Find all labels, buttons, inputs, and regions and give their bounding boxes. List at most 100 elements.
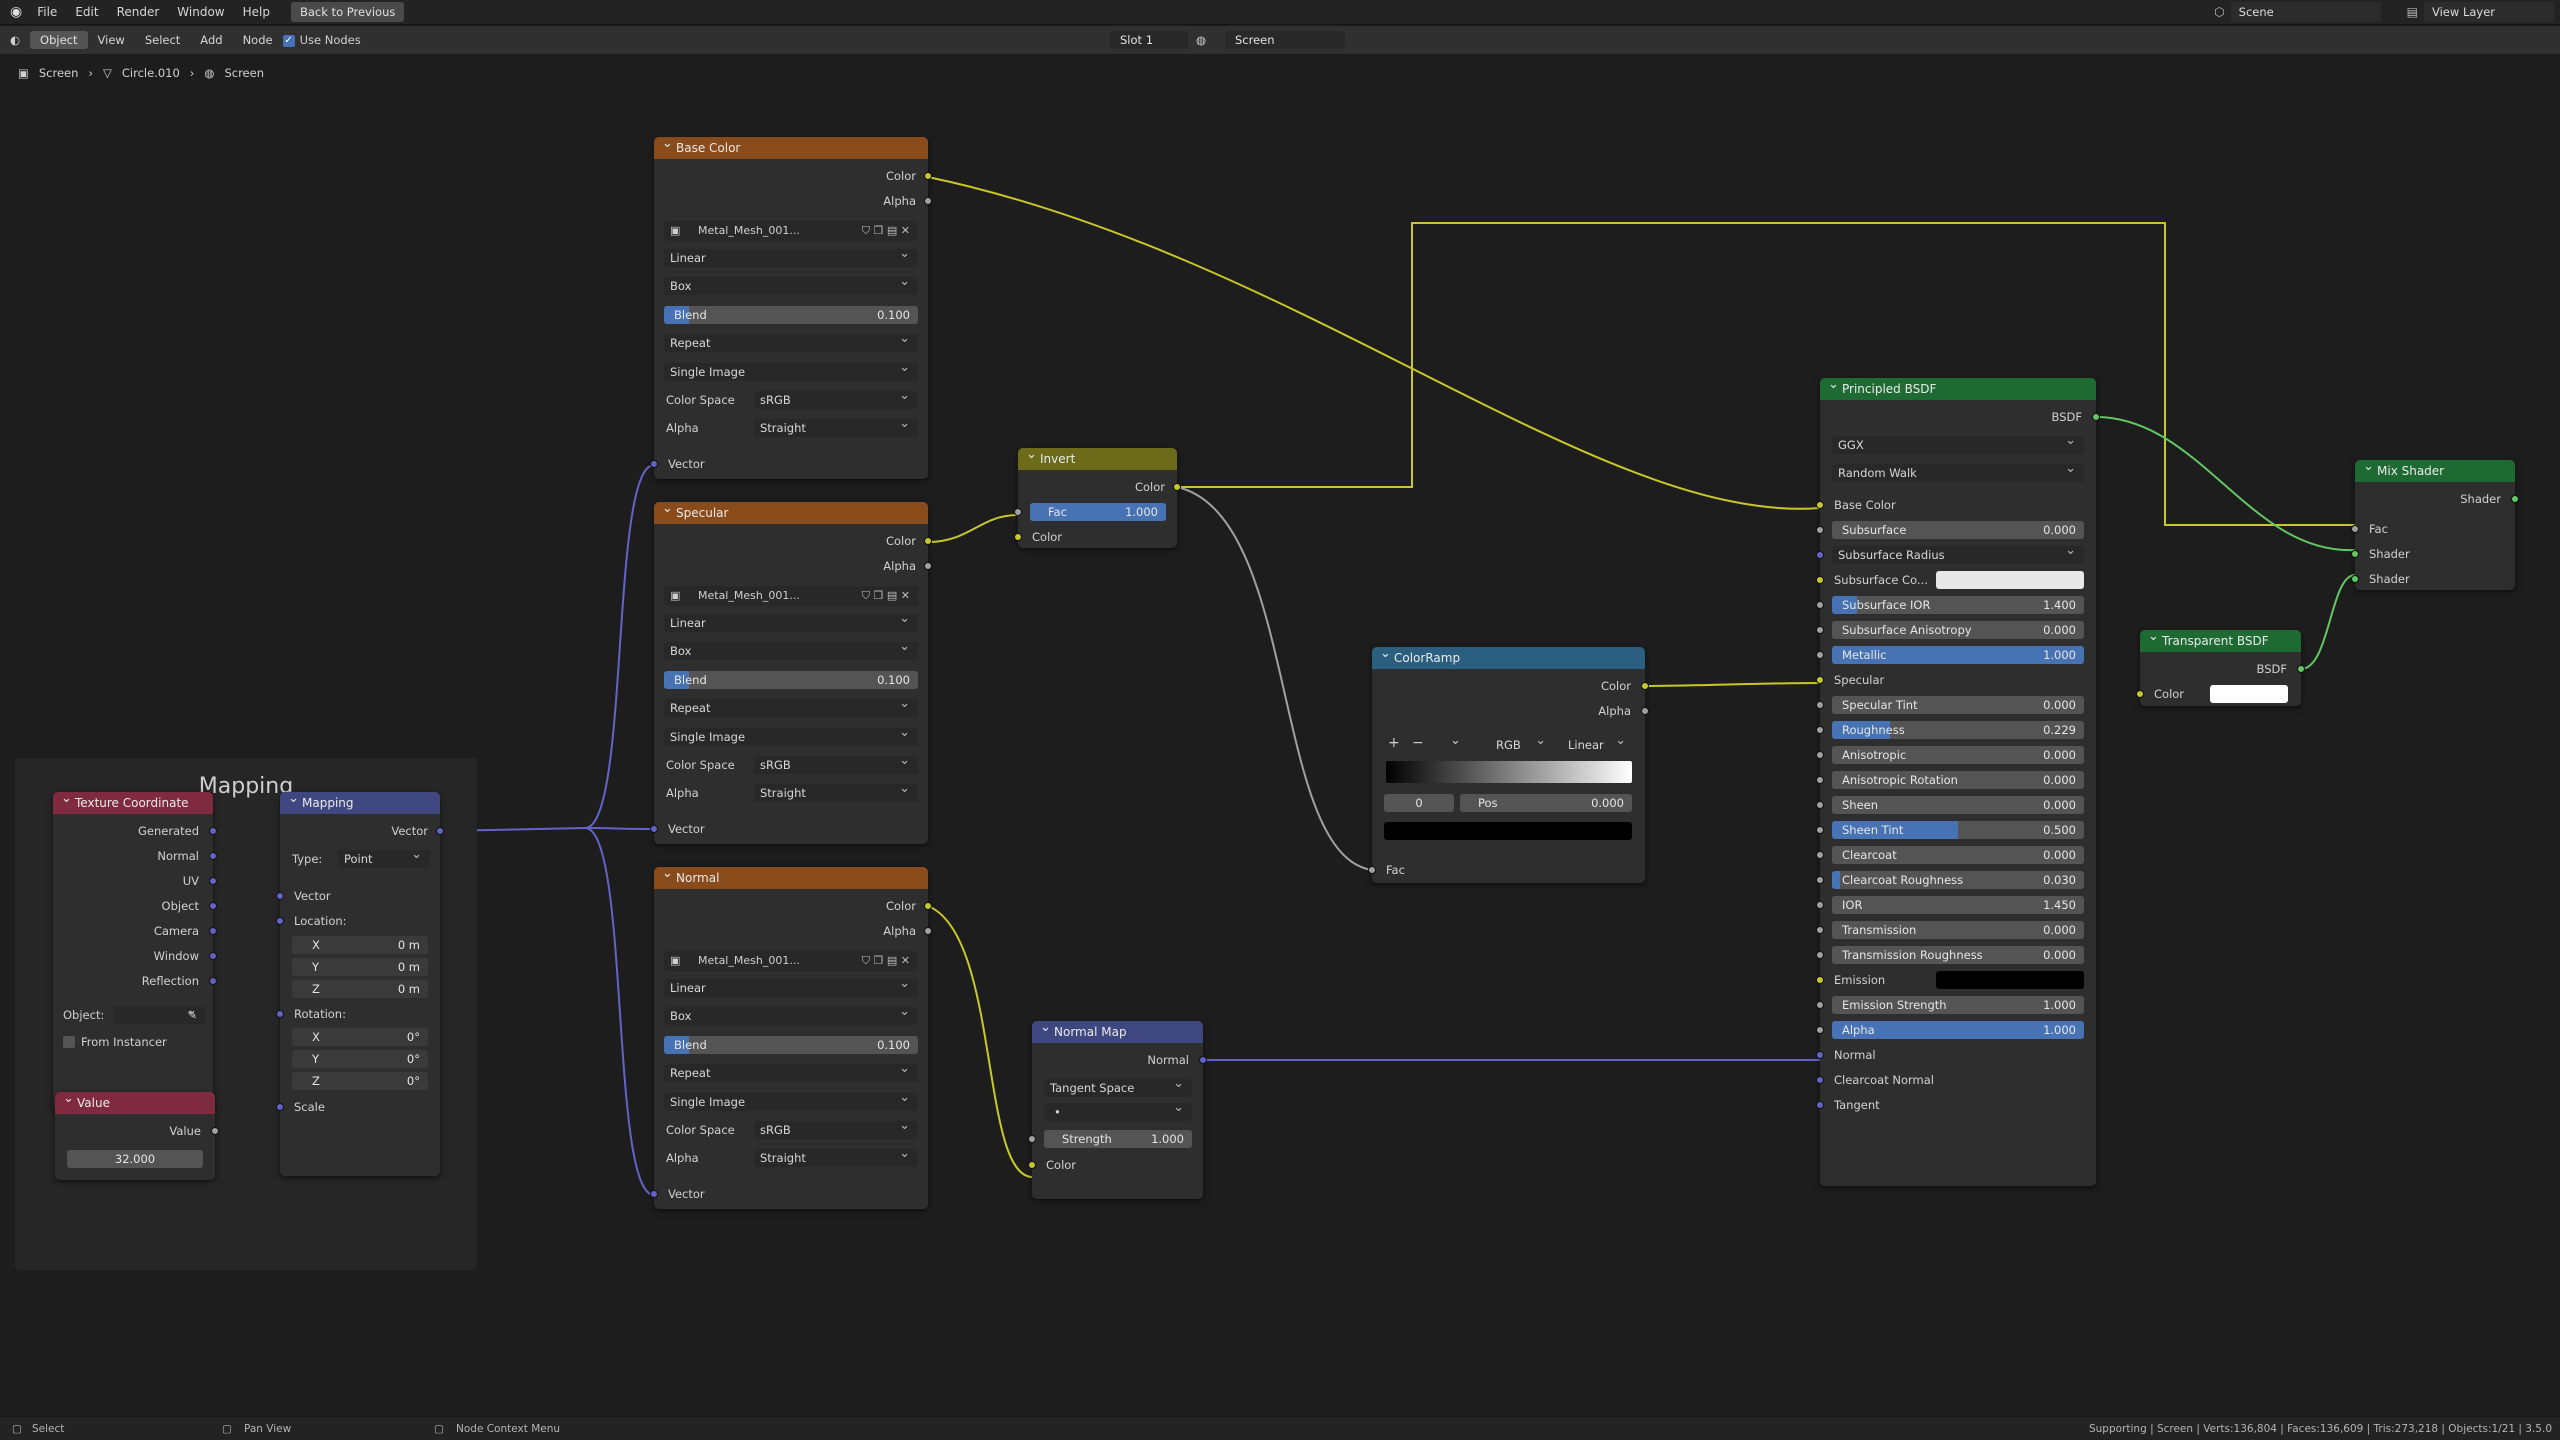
- reflection-output-socket[interactable]: [209, 977, 217, 985]
- node-header[interactable]: ColorRamp: [1372, 643, 1645, 669]
- fac-input-socket[interactable]: [1014, 508, 1022, 516]
- menu-select[interactable]: Select: [144, 33, 181, 47]
- object-mode-dropdown[interactable]: Object: [30, 31, 88, 49]
- alpha-output-socket[interactable]: [924, 197, 932, 205]
- uv-output-socket[interactable]: [209, 877, 217, 885]
- color-space-dropdown[interactable]: sRGB: [754, 752, 918, 774]
- color-output-socket[interactable]: [1641, 682, 1649, 690]
- specular-input-socket[interactable]: [1816, 676, 1824, 684]
- stop-color-swatch[interactable]: [1384, 822, 1632, 840]
- node-header[interactable]: Specular: [654, 498, 928, 524]
- sheen-tint-input-socket[interactable]: [1816, 826, 1824, 834]
- colorramp-node[interactable]: ColorRamp Color Alpha + − ⌄ RGB Linear 0…: [1368, 643, 1649, 883]
- subsurface-input-socket[interactable]: [1816, 526, 1824, 534]
- shader-input-socket-1[interactable]: [2351, 550, 2359, 558]
- sheen-input-socket[interactable]: [1816, 801, 1824, 809]
- transparent-bsdf-node[interactable]: Transparent BSDF BSDF Color: [2136, 626, 2305, 706]
- color-space-dropdown[interactable]: sRGB: [754, 1117, 918, 1139]
- normal-texture-node[interactable]: Normal Color Alpha ▣ Metal_Mesh_001... ⛉…: [650, 863, 932, 1209]
- transmission-roughness-input-socket[interactable]: [1816, 951, 1824, 959]
- source-dropdown[interactable]: Single Image: [664, 359, 918, 381]
- color-mode-dropdown[interactable]: RGB: [1490, 732, 1554, 754]
- menu-view[interactable]: View: [97, 33, 125, 47]
- extension-dropdown[interactable]: Repeat: [664, 330, 918, 352]
- normal-map-node[interactable]: Normal Map Normal Tangent Space • Streng…: [1028, 1017, 1207, 1199]
- ramp-interpolation-dropdown[interactable]: Linear: [1562, 732, 1634, 754]
- emission-input-socket[interactable]: [1816, 976, 1824, 984]
- menu-window[interactable]: Window: [177, 4, 225, 19]
- subsurface-co-color-swatch[interactable]: [1936, 571, 2084, 589]
- subsurface-radius-dropdown[interactable]: Subsurface Radius: [1832, 542, 2084, 564]
- space-dropdown[interactable]: Tangent Space: [1044, 1075, 1192, 1097]
- vector-input-socket[interactable]: [650, 825, 658, 833]
- from-instancer-checkbox[interactable]: [63, 1036, 75, 1048]
- ior-input-socket[interactable]: [1816, 901, 1824, 909]
- gradient-bar[interactable]: [1386, 761, 1632, 783]
- fac-input-socket[interactable]: [1368, 866, 1376, 874]
- rotation-input-socket[interactable]: [276, 1010, 284, 1018]
- vector-output-socket[interactable]: [436, 827, 444, 835]
- normal-output-socket[interactable]: [1199, 1056, 1207, 1064]
- image-actions-icon[interactable]: ⛉ ❐ ▤ ✕: [861, 954, 910, 967]
- normal-input-socket[interactable]: [1816, 1051, 1824, 1059]
- image-datablock[interactable]: ▣ Metal_Mesh_001... ⛉ ❐ ▤ ✕: [664, 586, 918, 606]
- color-space-dropdown[interactable]: sRGB: [754, 387, 918, 409]
- alpha-output-socket[interactable]: [924, 927, 932, 935]
- image-datablock[interactable]: ▣ Metal_Mesh_001... ⛉ ❐ ▤ ✕: [664, 221, 918, 241]
- source-dropdown[interactable]: Single Image: [664, 724, 918, 746]
- mapping-type-dropdown[interactable]: Point: [338, 846, 430, 868]
- anisotropic-input-socket[interactable]: [1816, 751, 1824, 759]
- subsurface-method-dropdown[interactable]: Random Walk: [1832, 460, 2084, 482]
- value-output-socket[interactable]: [211, 1127, 219, 1135]
- interpolation-dropdown[interactable]: Linear: [664, 975, 918, 997]
- source-dropdown[interactable]: Single Image: [664, 1089, 918, 1111]
- color-output-socket[interactable]: [1173, 483, 1181, 491]
- uv-map-field[interactable]: •: [1044, 1099, 1192, 1121]
- menu-help[interactable]: Help: [242, 4, 270, 19]
- node-header[interactable]: Principled BSDF: [1820, 374, 2096, 400]
- node-header[interactable]: Invert: [1018, 444, 1177, 470]
- vector-input-socket[interactable]: [650, 460, 658, 468]
- add-stop-icon[interactable]: +: [1388, 735, 1400, 751]
- alpha-input-socket[interactable]: [1816, 1026, 1824, 1034]
- projection-dropdown[interactable]: Box: [664, 1003, 918, 1025]
- anisotropic-rotation-input-socket[interactable]: [1816, 776, 1824, 784]
- menu-node[interactable]: Node: [242, 33, 273, 47]
- mix-shader-node[interactable]: Mix Shader Shader Fac Shader Shader: [2351, 456, 2519, 590]
- menu-add[interactable]: Add: [200, 33, 223, 47]
- slot-dropdown[interactable]: Slot 1: [1110, 31, 1188, 49]
- window-output-socket[interactable]: [209, 952, 217, 960]
- view-layer-field[interactable]: View Layer: [2424, 2, 2554, 22]
- clearcoat-normal-input-socket[interactable]: [1816, 1076, 1824, 1084]
- bsdf-output-socket[interactable]: [2297, 665, 2305, 673]
- transmission-input-socket[interactable]: [1816, 926, 1824, 934]
- alpha-output-socket[interactable]: [924, 562, 932, 570]
- interpolation-dropdown[interactable]: Linear: [664, 610, 918, 632]
- node-header[interactable]: Normal: [654, 863, 928, 889]
- back-to-previous-button[interactable]: Back to Previous: [290, 2, 405, 22]
- shader-output-socket[interactable]: [2511, 495, 2519, 503]
- node-header[interactable]: Transparent BSDF: [2140, 626, 2301, 652]
- projection-dropdown[interactable]: Box: [664, 273, 918, 295]
- breadcrumb-item[interactable]: Screen: [224, 66, 264, 80]
- color-input-socket[interactable]: [2136, 690, 2144, 698]
- menu-file[interactable]: File: [37, 4, 58, 19]
- distribution-dropdown[interactable]: GGX: [1832, 432, 2084, 454]
